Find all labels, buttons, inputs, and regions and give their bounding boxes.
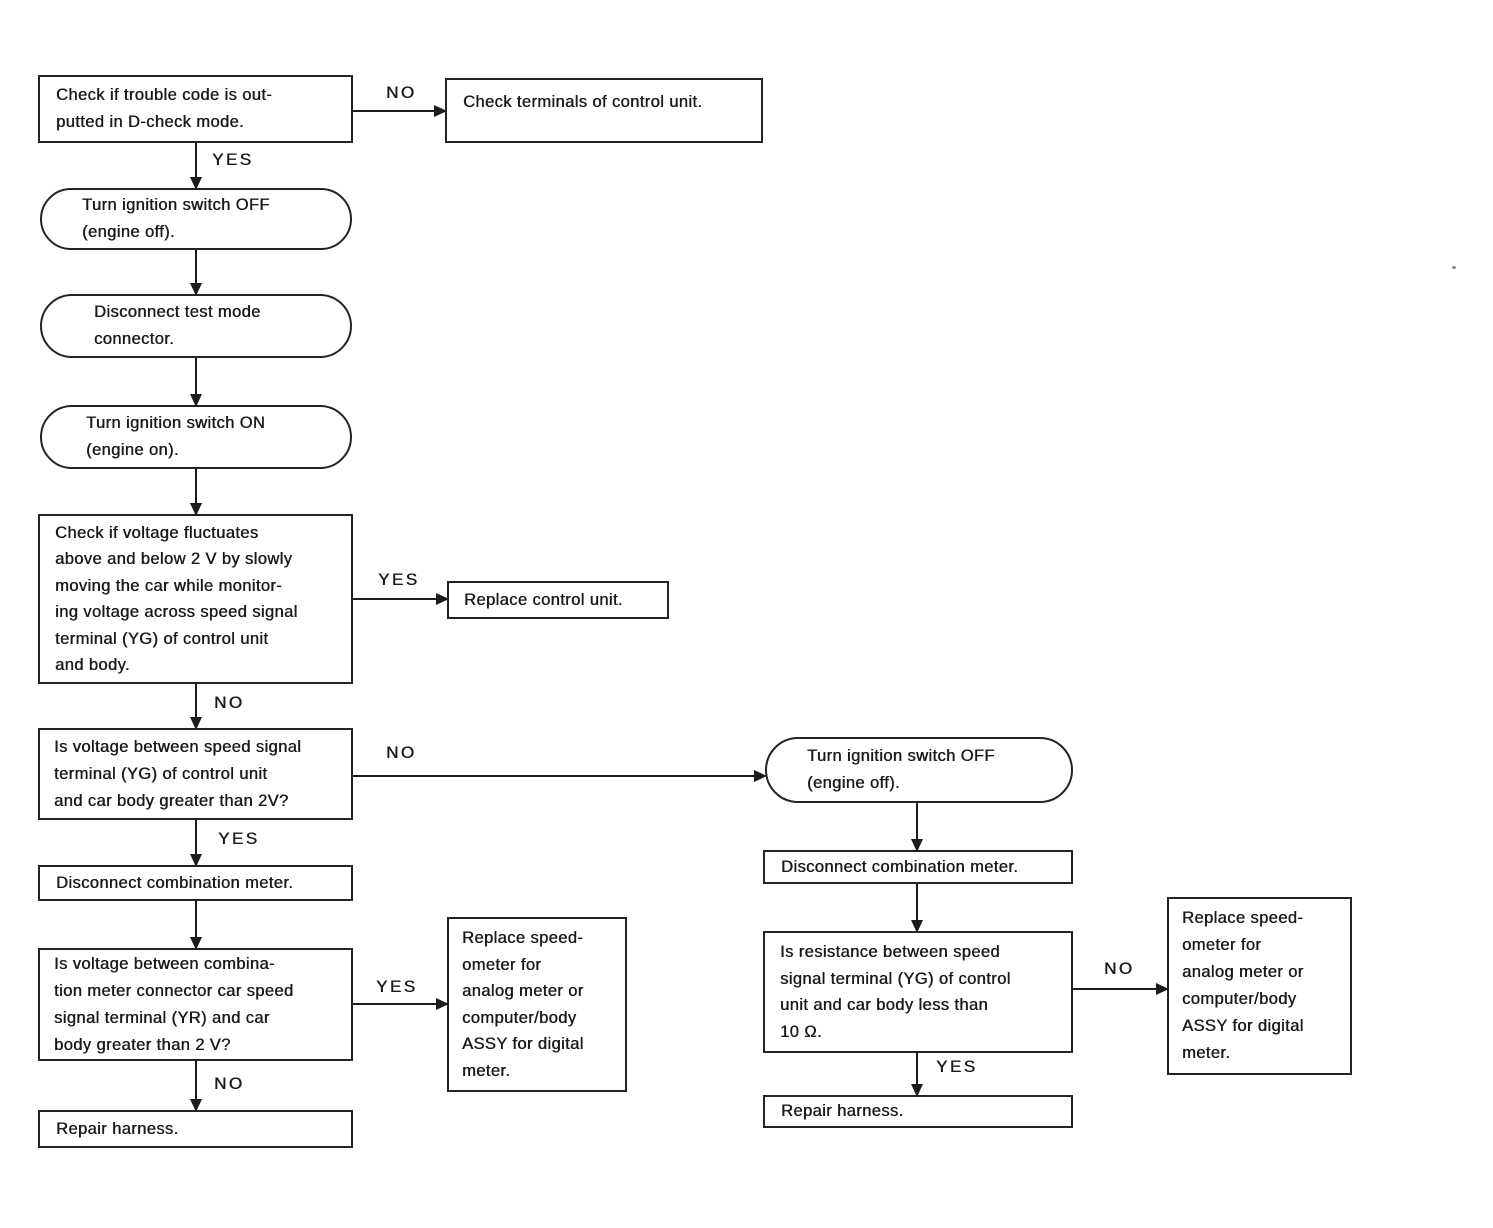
arrow-meter-question-to-repair-harness [190, 1061, 202, 1112]
node-replace-control-unit-label: Replace control unit. [464, 590, 623, 609]
node-disconnect-test-mode: Disconnect test mode connector. [40, 294, 352, 358]
node-disconnect-test-mode-label: Disconnect test mode connector. [94, 303, 261, 348]
node-ignition-off-2-label: Turn ignition switch OFF (engine off). [807, 747, 995, 792]
edge-label-yes-trouble-code: YES [212, 150, 254, 169]
arrow-disconnect-meter-to-resistance-question [911, 884, 923, 933]
arrow-meter-question-to-replace-speedometer [353, 998, 449, 1010]
node-check-trouble-code-label: Check if trouble code is out- putted in … [56, 86, 273, 131]
arrow-disconnect-meter-to-meter-question [190, 901, 202, 950]
node-replace-speedometer-left-label: Replace speed- ometer for analog meter o… [462, 929, 584, 1080]
node-ignition-on: Turn ignition switch ON (engine on). [40, 405, 352, 469]
arrow-voltage-check-to-replace-control-unit [353, 593, 449, 605]
node-check-voltage-fluctuates-label: Check if voltage fluctuates above and be… [55, 523, 298, 675]
node-check-terminals-label: Check terminals of control unit. [463, 93, 703, 111]
node-replace-speedometer-right: Replace speed- ometer for analog meter o… [1167, 897, 1352, 1075]
edge-label-no-voltage-question: NO [386, 743, 417, 762]
node-check-trouble-code: Check if trouble code is out- putted in … [38, 75, 353, 143]
edge-label-yes-resistance-question: YES [936, 1057, 978, 1076]
node-disconnect-combination-meter-left: Disconnect combination meter. [38, 865, 353, 901]
node-voltage-combination-meter-label: Is voltage between combina- tion meter c… [54, 954, 294, 1054]
node-disconnect-combination-meter-left-label: Disconnect combination meter. [56, 873, 294, 892]
node-ignition-off-2: Turn ignition switch OFF (engine off). [765, 737, 1073, 803]
edge-label-no-trouble-code: NO [386, 83, 417, 102]
arrow-voltage-check-to-voltage-question [190, 684, 202, 730]
node-ignition-on-label: Turn ignition switch ON (engine on). [86, 414, 266, 459]
node-voltage-speed-signal: Is voltage between speed signal terminal… [38, 728, 353, 820]
node-resistance-speed-signal: Is resistance between speed signal termi… [763, 931, 1073, 1053]
node-check-voltage-fluctuates: Check if voltage fluctuates above and be… [38, 514, 353, 684]
node-disconnect-combination-meter-right-label: Disconnect combination meter. [781, 857, 1019, 876]
arrow-trouble-code-to-ignition-off [190, 143, 202, 190]
arrow-resistance-question-to-repair-harness [911, 1053, 923, 1097]
edge-label-yes-voltage-question: YES [218, 829, 260, 848]
arrow-voltage-question-to-ignition-off-2 [353, 770, 767, 782]
node-repair-harness-right-label: Repair harness. [781, 1102, 904, 1120]
edge-label-no-resistance-question: NO [1104, 959, 1135, 978]
edge-label-yes-meter-question: YES [376, 977, 418, 996]
node-replace-speedometer-right-label: Replace speed- ometer for analog meter o… [1182, 909, 1304, 1062]
arrow-voltage-question-to-disconnect-meter [190, 820, 202, 867]
scan-speck [1452, 266, 1456, 269]
arrow-ignition-on-to-voltage-check [190, 469, 202, 516]
arrow-ignition-off-to-test-mode [190, 250, 202, 296]
node-check-terminals: Check terminals of control unit. [445, 78, 763, 143]
node-repair-harness-right: Repair harness. [763, 1095, 1073, 1128]
node-ignition-off-1: Turn ignition switch OFF (engine off). [40, 188, 352, 250]
arrow-ignition-off-2-to-disconnect-meter [911, 803, 923, 852]
edge-label-no-meter-question: NO [214, 1074, 245, 1093]
arrow-trouble-code-to-check-terminals [353, 105, 447, 117]
edge-label-yes-voltage-check: YES [378, 570, 420, 589]
node-ignition-off-1-label: Turn ignition switch OFF (engine off). [82, 196, 270, 241]
node-repair-harness-left-label: Repair harness. [56, 1119, 179, 1138]
node-replace-speedometer-left: Replace speed- ometer for analog meter o… [447, 917, 627, 1092]
node-voltage-speed-signal-label: Is voltage between speed signal terminal… [54, 737, 302, 810]
node-replace-control-unit: Replace control unit. [447, 581, 669, 619]
arrow-test-mode-to-ignition-on [190, 358, 202, 407]
edge-label-no-voltage-check: NO [214, 693, 245, 712]
node-repair-harness-left: Repair harness. [38, 1110, 353, 1148]
node-voltage-combination-meter: Is voltage between combina- tion meter c… [38, 948, 353, 1061]
node-disconnect-combination-meter-right: Disconnect combination meter. [763, 850, 1073, 884]
arrow-resistance-question-to-replace-speedometer [1073, 983, 1169, 995]
node-resistance-speed-signal-label: Is resistance between speed signal termi… [780, 943, 1011, 1041]
